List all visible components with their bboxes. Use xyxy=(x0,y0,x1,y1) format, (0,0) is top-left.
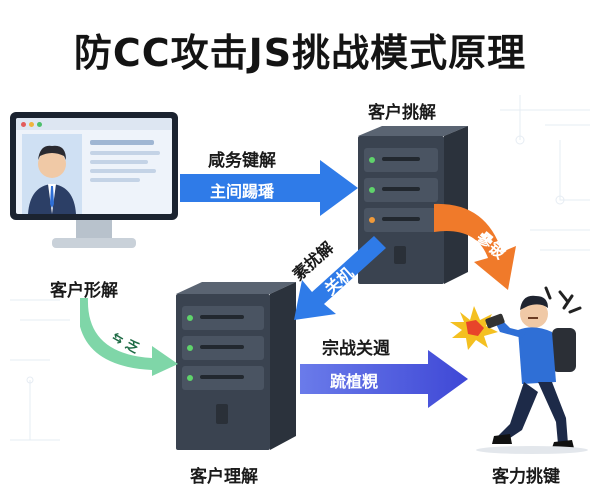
server-rack-icon xyxy=(176,282,296,450)
arrow-server-to-server xyxy=(294,236,386,320)
server-top-label: 客户挑解 xyxy=(368,103,436,123)
monitor-icon xyxy=(10,112,178,220)
arrow-client-to-server xyxy=(180,160,358,216)
arrow-client-loop xyxy=(80,298,178,376)
server-bottom-label: 客户理解 xyxy=(190,467,258,487)
client-monitor xyxy=(10,112,178,254)
page-title: 防CC攻击JS挑战模式原理 xyxy=(73,31,527,75)
arrow-client-server-top-label: 咸务键解 xyxy=(208,151,276,171)
client-label: 客户形解 xyxy=(50,281,118,301)
attacker-icon xyxy=(450,286,588,454)
arrow-client-server-inner-label: 主间踼璠 xyxy=(210,182,275,201)
server-rack-icon xyxy=(358,126,468,284)
attacker-label: 客力挑键 xyxy=(492,467,560,487)
lightning-burst-icon xyxy=(450,306,498,350)
user-avatar-icon xyxy=(22,134,82,214)
arrow-bottom-top-label: 宗战关週 xyxy=(322,339,390,359)
arrow-server-to-attacker-bottom xyxy=(300,350,468,408)
arrow-server-to-attacker xyxy=(434,203,516,290)
arrow-bottom-inner-label: 䟽植粯 xyxy=(330,372,379,391)
